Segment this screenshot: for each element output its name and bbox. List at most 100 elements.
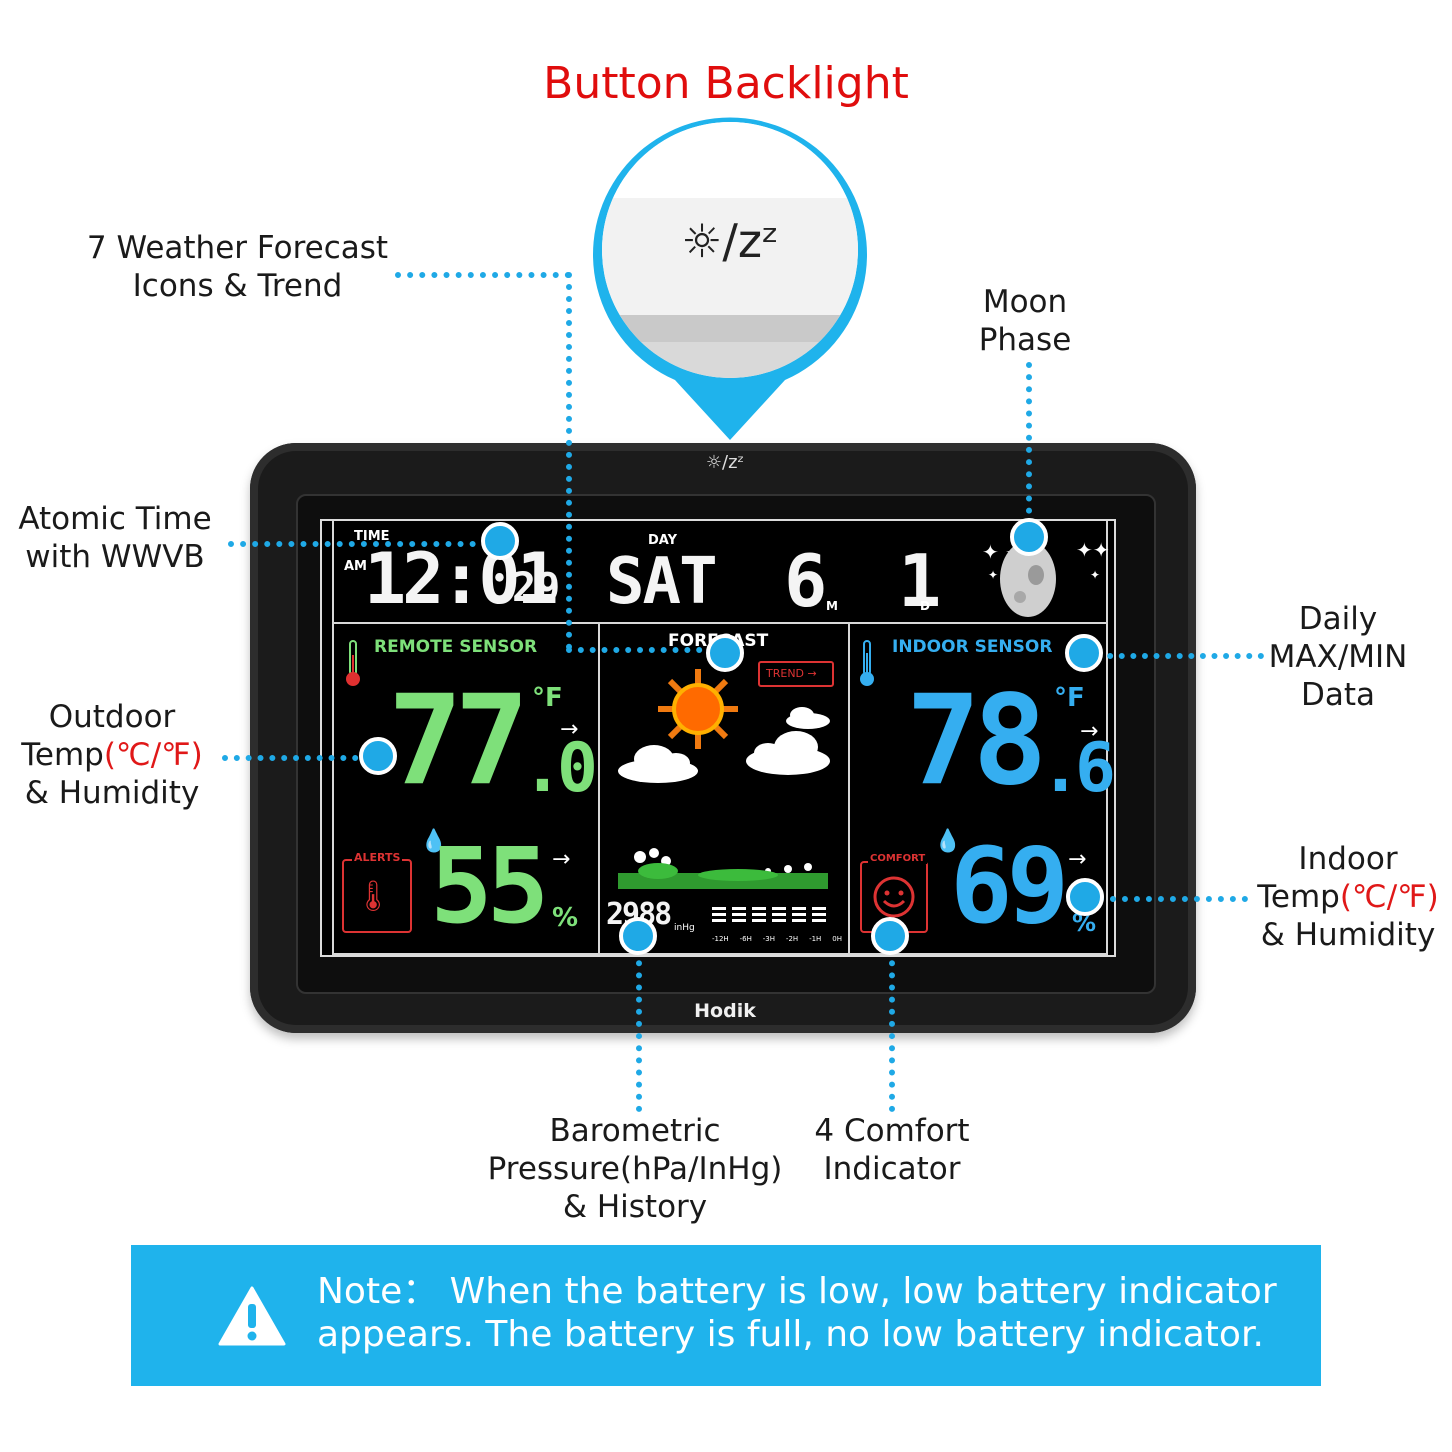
comfort-callout-line bbox=[889, 936, 895, 1112]
history-tick: 0H bbox=[832, 935, 842, 943]
baro-callout-line1: Barometric bbox=[549, 1113, 721, 1149]
indoor-callout-temp: Temp bbox=[1257, 879, 1340, 915]
note-line2: appears. The battery is full, no low bat… bbox=[317, 1314, 1264, 1355]
indoor-callout-units: (℃/℉) bbox=[1339, 879, 1439, 915]
trend-arrow-icon: → bbox=[807, 667, 817, 680]
indoor-thermometer-icon bbox=[860, 640, 874, 686]
outdoor-temp-decimal: .0 bbox=[522, 729, 598, 808]
indoor-sensor-label: INDOOR SENSOR bbox=[892, 637, 1053, 657]
indoor-temp-decimal: .6 bbox=[1040, 729, 1116, 808]
divider bbox=[332, 521, 334, 955]
moon-phase-icon: ✦ ✦ ✦✦ ✦ ✦ bbox=[982, 538, 1110, 617]
daily-callout-line3: Data bbox=[1300, 677, 1376, 713]
indoor-callout-line bbox=[1086, 896, 1248, 902]
month-display: 6 bbox=[784, 539, 828, 623]
divider bbox=[1106, 521, 1108, 955]
moon-callout-line2: Phase bbox=[978, 322, 1072, 358]
comfort-callout: 4 Comfort Indicator bbox=[800, 1112, 984, 1188]
outdoor-callout-line bbox=[222, 755, 382, 761]
daily-callout-line bbox=[1084, 653, 1264, 659]
pressure-graphic-icon bbox=[618, 848, 828, 889]
baro-callout-line2: Pressure(hPa/InHg) bbox=[487, 1151, 783, 1187]
indoor-callout: Indoor Temp(℃/℉) & Humidity bbox=[1244, 840, 1452, 954]
indoor-callout-line1: Indoor bbox=[1298, 841, 1398, 877]
outdoor-humidity-unit: % bbox=[552, 903, 579, 933]
indoor-humidity: 69 bbox=[950, 825, 1069, 947]
month-unit: M bbox=[826, 599, 838, 613]
outdoor-temp-dot bbox=[359, 737, 397, 775]
button-backlight-icon: ☼/zᶻ bbox=[681, 214, 779, 268]
title: Button Backlight bbox=[543, 58, 909, 109]
divider bbox=[598, 622, 600, 955]
indoor-unit: °F bbox=[1054, 683, 1085, 713]
atomic-callout-line bbox=[228, 541, 500, 547]
battery-note-text: Note： When the battery is low, low batte… bbox=[317, 1270, 1297, 1356]
indoor-temp-dot bbox=[1066, 878, 1104, 916]
seconds-display: 29 bbox=[512, 565, 561, 611]
backlight-snooze-button[interactable]: ☼/zᶻ bbox=[705, 452, 745, 473]
am-indicator: AM bbox=[344, 559, 367, 574]
note-line1: Note： When the battery is low, low batte… bbox=[317, 1271, 1277, 1312]
outdoor-temp: 77 bbox=[388, 669, 529, 813]
atomic-callout-line1: Atomic Time bbox=[18, 501, 212, 537]
forecast-dot bbox=[706, 634, 744, 672]
smiley-face-icon bbox=[873, 876, 915, 918]
svg-text:✦: ✦ bbox=[1090, 568, 1100, 582]
forecast-callout-line bbox=[566, 272, 572, 650]
comfort-dot bbox=[871, 917, 909, 955]
alerts-label: ALERTS bbox=[352, 851, 403, 864]
moon-callout-line1: Moon bbox=[982, 284, 1068, 320]
comfort-label: COMFORT bbox=[868, 853, 928, 864]
thermometer-icon bbox=[346, 640, 360, 686]
comfort-callout-line2: Indicator bbox=[823, 1151, 961, 1187]
atomic-time-dot bbox=[481, 522, 519, 560]
baro-callout-line3: & History bbox=[562, 1189, 708, 1225]
alerts-box: ALERTS 🌡 bbox=[342, 851, 412, 933]
moon-callout-line bbox=[1026, 362, 1032, 538]
atomic-callout-line2: with WWVB bbox=[25, 539, 205, 575]
trend-indicator: TREND → bbox=[758, 661, 834, 687]
indoor-callout-line3: & Humidity bbox=[1260, 917, 1436, 953]
daily-callout-line1: Daily bbox=[1298, 601, 1378, 637]
day-display: SAT bbox=[606, 545, 718, 619]
outdoor-callout-line1: Outdoor bbox=[48, 699, 176, 735]
history-tick: -12H bbox=[712, 935, 729, 943]
day-label: DAY bbox=[648, 533, 678, 548]
time-label: TIME bbox=[354, 529, 390, 544]
moon-callout: Moon Phase bbox=[955, 283, 1095, 359]
outdoor-callout-units: (℃/℉) bbox=[103, 737, 203, 773]
time-display: 12:01 bbox=[364, 538, 559, 620]
outdoor-callout-temp: Temp bbox=[21, 737, 104, 773]
svg-text:✦: ✦ bbox=[988, 568, 998, 582]
divider bbox=[848, 622, 850, 955]
lcd-screen: TIME AM 12:01 29 DAY SAT 6 M 1 D ✦ ✦ ✦✦ … bbox=[320, 519, 1116, 957]
button-magnifier bbox=[593, 117, 867, 441]
outdoor-trend-arrow-icon: → bbox=[560, 717, 579, 742]
comfort-box: COMFORT bbox=[860, 853, 928, 933]
pressure-unit: inHg bbox=[674, 923, 695, 933]
indoor-humidity-drop-icon: 💧 bbox=[934, 829, 962, 854]
daily-max-min-dot bbox=[1065, 634, 1103, 672]
moon-phase-dot bbox=[1010, 518, 1048, 556]
outdoor-unit: °F bbox=[532, 683, 563, 713]
forecast-sun-cloud-icon bbox=[618, 669, 830, 783]
humidity-drop-icon: 💧 bbox=[420, 829, 448, 854]
baro-callout-line bbox=[636, 936, 642, 1112]
trend-label: TREND bbox=[766, 667, 805, 680]
pressure-history-axis: -12H -6H -3H -2H -1H 0H bbox=[712, 935, 842, 943]
forecast-callout-line bbox=[566, 647, 726, 653]
date-unit: D bbox=[920, 599, 930, 613]
history-tick: -1H bbox=[809, 935, 822, 943]
warning-icon bbox=[218, 1286, 286, 1346]
daily-callout-line2: MAX/MIN bbox=[1268, 639, 1408, 675]
forecast-callout: 7 Weather Forecast Icons & Trend bbox=[70, 229, 405, 305]
brand-logo: Hodik bbox=[694, 1000, 756, 1022]
divider bbox=[332, 622, 1108, 624]
remote-sensor-label: REMOTE SENSOR bbox=[374, 637, 538, 657]
divider bbox=[332, 953, 1108, 955]
outdoor-callout-line3: & Humidity bbox=[24, 775, 200, 811]
pressure-history-bars bbox=[712, 907, 826, 922]
alert-thermometer-icon: 🌡 bbox=[354, 879, 393, 914]
indoor-trend-arrow-icon: → bbox=[1080, 719, 1099, 744]
barometric-callout: Barometric Pressure(hPa/InHg) & History bbox=[468, 1112, 802, 1226]
